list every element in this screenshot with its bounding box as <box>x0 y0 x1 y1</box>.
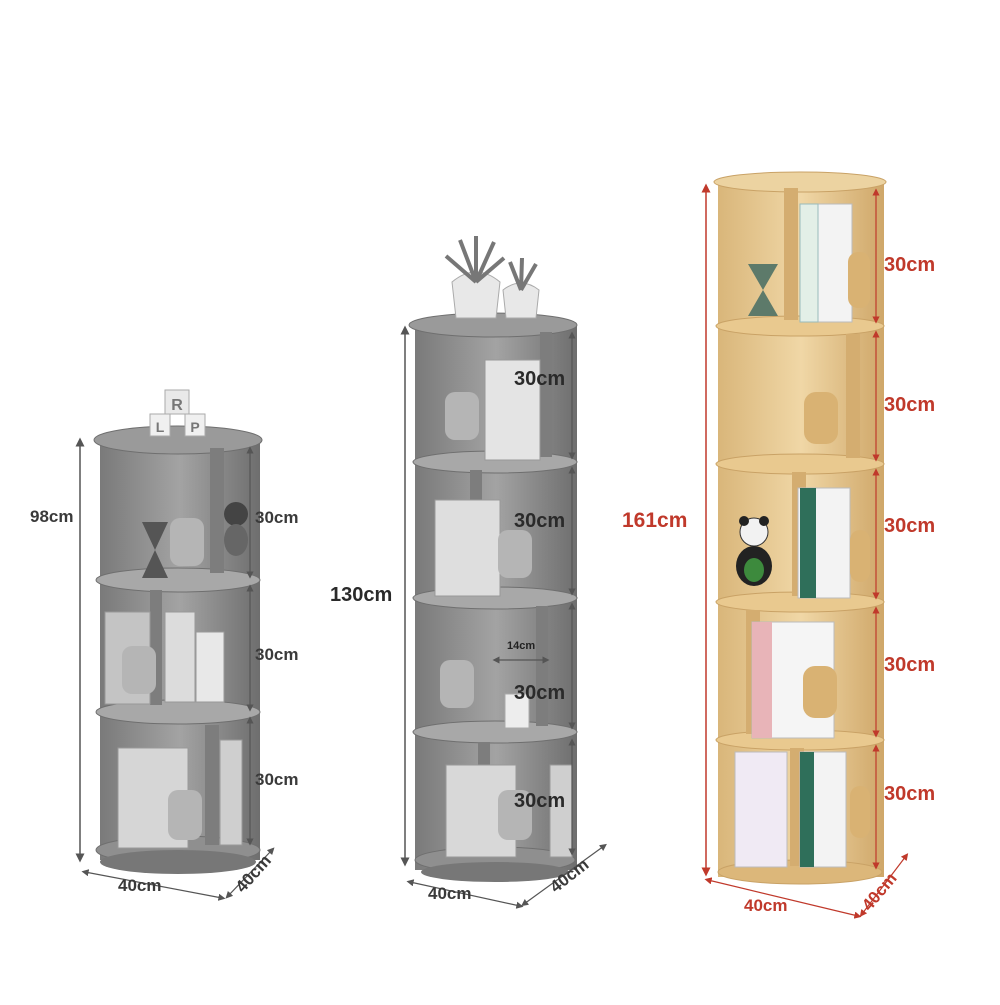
medium-divider-label: 14cm <box>507 640 536 652</box>
small-height-label: 98cm <box>30 507 74 526</box>
tall-tier-5-label: 30cm <box>884 783 936 805</box>
tall-tier-4-label: 30cm <box>884 654 936 676</box>
tall-tier-1-label: 30cm <box>884 254 936 276</box>
shelf-tall <box>701 171 909 919</box>
shelf-medium <box>400 236 607 909</box>
medium-tier-4-label: 30cm <box>514 790 566 812</box>
medium-tier-3-label: 30cm <box>514 682 566 704</box>
shelf-small: R L P <box>75 389 275 901</box>
small-tier-3-label: 30cm <box>255 770 299 789</box>
tall-width-label: 40cm <box>744 896 788 915</box>
medium-width-label: 40cm <box>428 884 472 903</box>
medium-tier-2-label: 30cm <box>514 510 566 532</box>
medium-tier-1-label: 30cm <box>514 368 566 390</box>
small-width-label: 40cm <box>118 876 162 895</box>
tall-tier-3-label: 30cm <box>884 515 936 537</box>
svg-text:L: L <box>156 419 165 435</box>
medium-height-label: 130cm <box>330 584 393 606</box>
small-tier-1-label: 30cm <box>255 508 299 527</box>
tall-tier-2-label: 30cm <box>884 394 936 416</box>
svg-text:R: R <box>171 397 183 414</box>
tall-height-label: 161cm <box>622 509 688 532</box>
svg-text:P: P <box>190 419 199 435</box>
small-tier-2-label: 30cm <box>255 645 299 664</box>
